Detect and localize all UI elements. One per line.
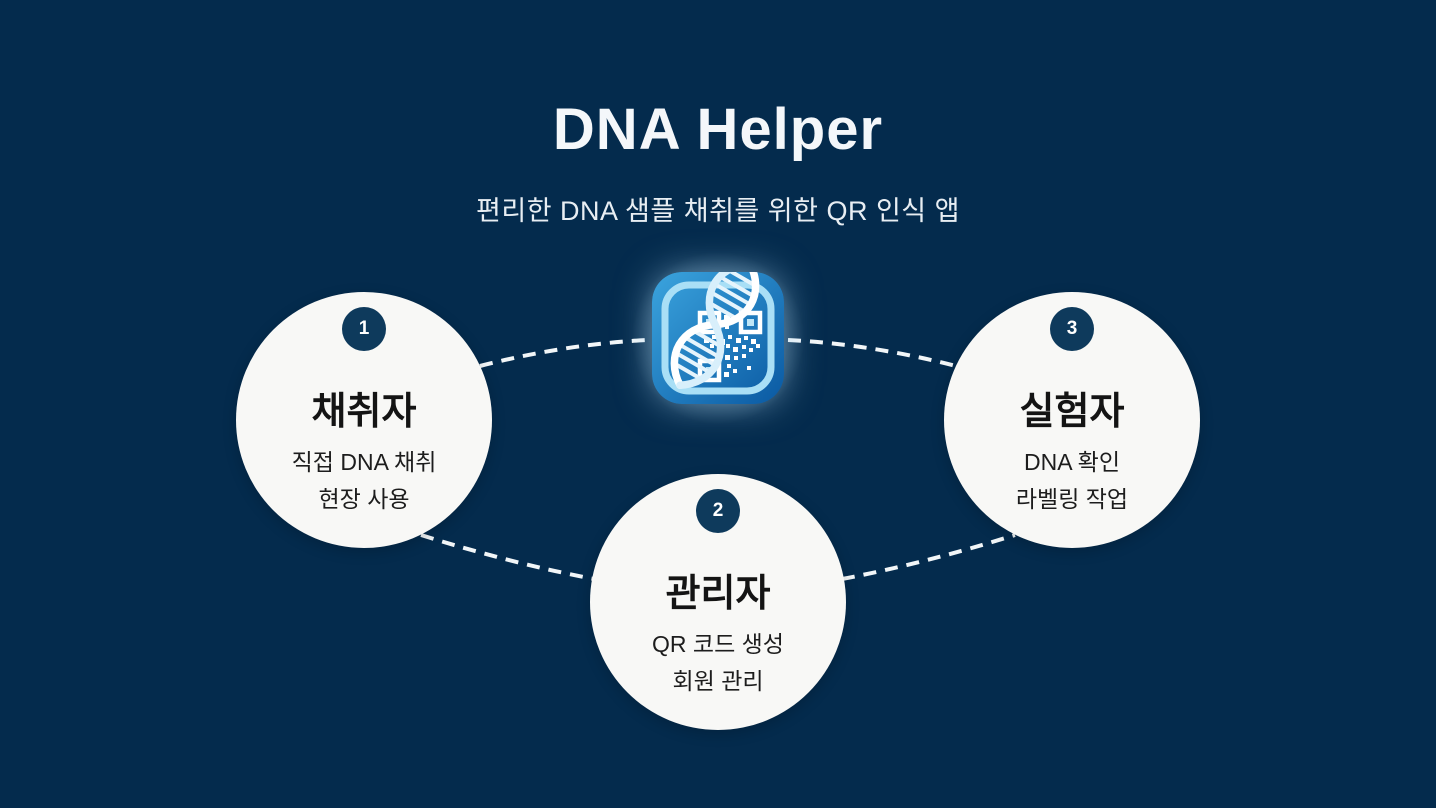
role-circle-manager: 2 관리자 QR 코드 생성 회원 관리: [590, 474, 846, 730]
connector-circle2-to-circle3: [841, 533, 1016, 581]
role-description-line: DNA 확인: [1023, 448, 1120, 475]
role-title: 관리자: [665, 573, 771, 615]
connector-circle1-to-circle2: [420, 533, 595, 581]
dna-helix-graphic: [670, 272, 760, 389]
badge-number: 1: [358, 318, 370, 339]
role-circle-experimenter: 3 실험자 DNA 확인 라벨링 작업: [944, 292, 1200, 548]
number-badge: 3: [1050, 307, 1094, 351]
dna-qr-app-icon: [652, 272, 784, 404]
role-circle-collector: 1 채취자 직접 DNA 채취 현장 사용: [236, 292, 492, 548]
badge-number: 3: [1066, 318, 1078, 339]
role-title: 실험자: [1019, 391, 1125, 433]
page-subtitle: 편리한 DNA 샘플 채취를 위한 QR 인식 앱: [476, 196, 960, 226]
header: DNA Helper 편리한 DNA 샘플 채취를 위한 QR 인식 앱: [0, 96, 1436, 228]
role-description-line: 현장 사용: [318, 485, 410, 512]
number-badge: 1: [342, 307, 386, 351]
role-description-line: 직접 DNA 채취: [291, 448, 437, 475]
role-title: 채취자: [311, 391, 417, 433]
role-description-line: QR 코드 생성: [652, 630, 784, 657]
badge-number: 2: [712, 500, 724, 521]
role-description-line: 라벨링 작업: [1015, 485, 1129, 512]
number-badge: 2: [696, 489, 740, 533]
role-description-line: 회원 관리: [672, 667, 764, 694]
page-title: DNA Helper: [552, 97, 884, 162]
